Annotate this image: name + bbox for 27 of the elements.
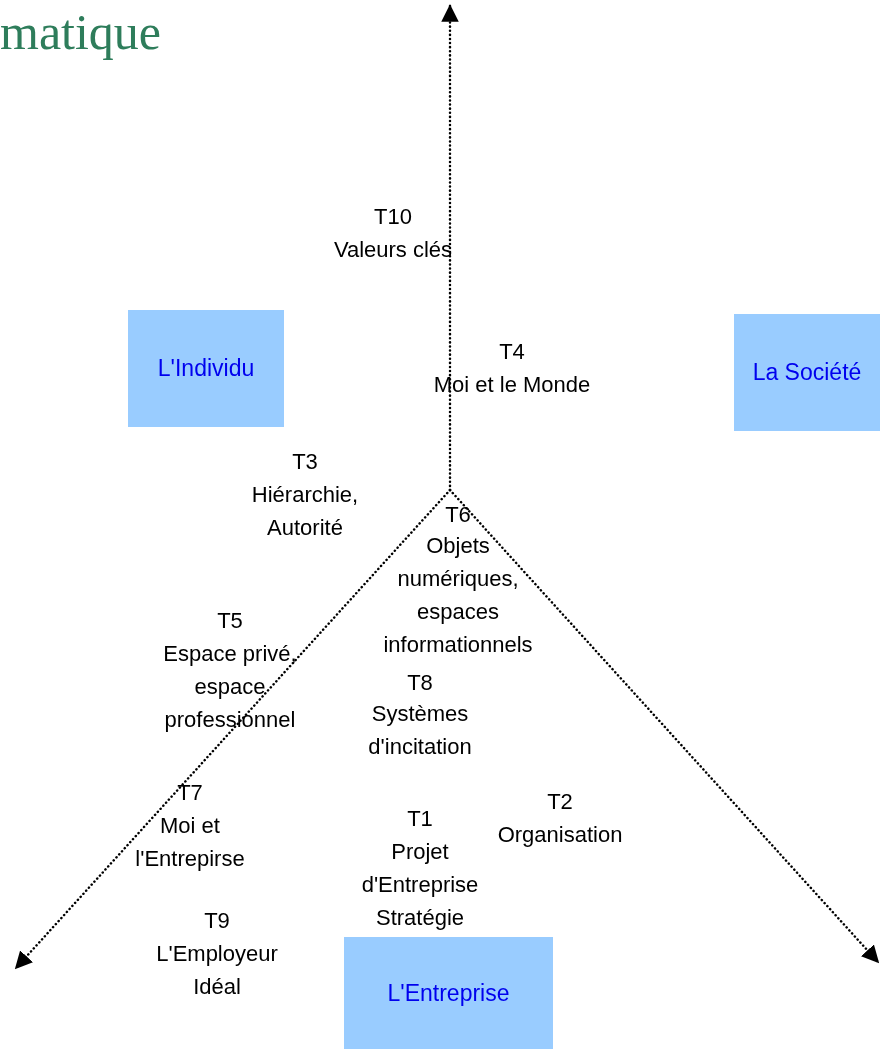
- topic-label: Moi et le Monde: [432, 371, 592, 399]
- topic-label: Moi et l'Entrepirse: [134, 812, 246, 873]
- topic-label: Systèmes d'incitation: [367, 700, 473, 761]
- node-label: L'Individu: [157, 355, 255, 382]
- topic-code: T3: [291, 448, 319, 476]
- topic-box: [128, 310, 284, 427]
- topic-code: T2: [546, 788, 574, 816]
- topic-code: T7: [176, 779, 204, 807]
- topic-code: T10: [373, 203, 413, 231]
- topic-code: T8: [406, 669, 434, 697]
- topic-label: Projet d'Entreprise Stratégie: [360, 838, 480, 932]
- topic-label: Organisation: [496, 821, 624, 849]
- topic-label: Valeurs clés: [332, 236, 454, 264]
- node-label: La Société: [752, 359, 862, 386]
- topic-code: T4: [498, 338, 526, 366]
- topic-code: T1: [406, 805, 434, 833]
- topic-code: T6: [444, 501, 472, 529]
- node-label: L'Entreprise: [387, 979, 510, 1007]
- topic-label: Espace privé, espace professionnel: [162, 640, 298, 734]
- topic-code: T5: [216, 607, 244, 635]
- topic-box: [734, 314, 880, 431]
- topic-label: Hiérarchie, Autorité: [250, 481, 360, 542]
- title: matique: [0, 3, 162, 62]
- topic-code: T9: [203, 907, 231, 935]
- topic-label: Objets numériques, espaces informationnels: [382, 532, 534, 659]
- topic-box: [344, 937, 553, 1049]
- topic-label: L'Employeur Idéal: [155, 940, 279, 1001]
